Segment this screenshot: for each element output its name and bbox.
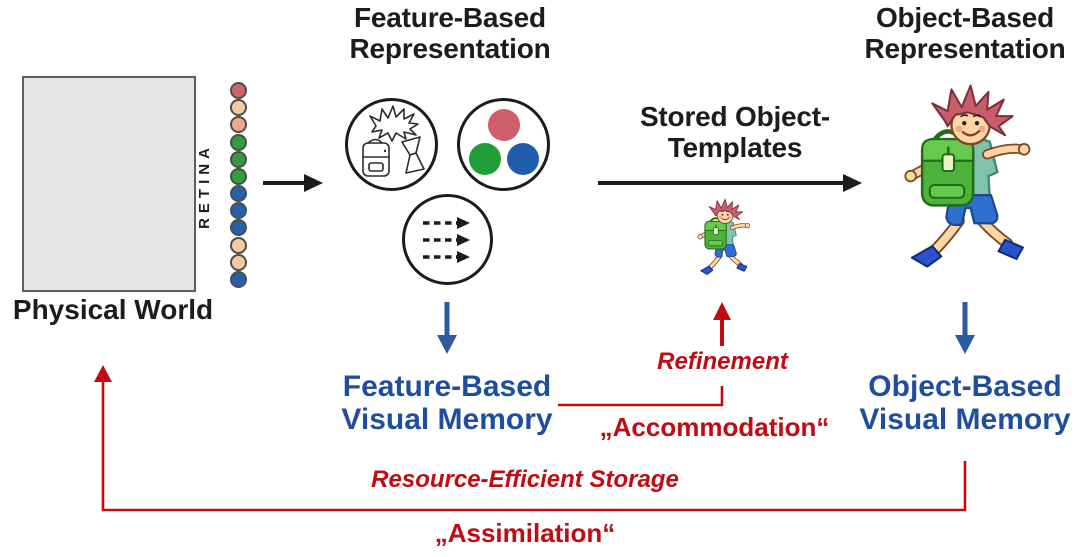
shape-sketch-icon: [362, 105, 425, 177]
assimilation-return-arrow: [94, 365, 967, 512]
motion-arrows-icon: [423, 217, 470, 263]
retina-dot: [230, 270, 247, 288]
assimilation-label: „Assimilation“: [434, 518, 616, 548]
pixelated-boy-image: [36, 87, 182, 281]
retina-dot: [230, 236, 247, 254]
retina-label: RETINA: [196, 143, 213, 229]
object-boy-image: [889, 83, 1042, 287]
feature-representation-title: Feature-Based Representation: [320, 2, 580, 64]
object-memory-arrow-icon: [955, 302, 975, 354]
retina-dot: [230, 133, 247, 151]
stored-templates-title-line2: Templates: [667, 132, 803, 163]
feature-representation-title-line1: Feature-Based: [354, 2, 546, 33]
retina-dot: [230, 82, 247, 99]
green-feature-dot: [469, 143, 501, 175]
accommodation-label: „Accommodation“: [599, 412, 830, 442]
feature-memory-line1: Feature-Based: [342, 370, 552, 403]
object-representation-title-line1: Object-Based: [875, 2, 1055, 33]
stored-templates-arrow-icon: [598, 174, 862, 192]
physical-world-frame: [22, 76, 196, 292]
stored-templates-title: Stored Object- Templates: [605, 101, 865, 163]
template-boy-image: [691, 198, 755, 283]
retina-dot: [230, 99, 247, 117]
retina-dot: [230, 219, 247, 237]
object-memory-line2: Visual Memory: [859, 403, 1071, 436]
blue-feature-dot: [507, 143, 539, 175]
stored-templates-title-line1: Stored Object-: [639, 101, 831, 132]
feature-memory-arrow-icon: [437, 302, 457, 354]
retina-dot: [230, 202, 247, 220]
red-feature-dot: [488, 109, 520, 141]
retina-dot: [230, 116, 247, 134]
object-representation-title: Object-Based Representation: [835, 2, 1084, 64]
retina-dot: [230, 185, 247, 203]
object-memory-label: Object-Based Visual Memory: [829, 370, 1084, 436]
feature-circle-shapes: [345, 98, 438, 191]
retina-dot: [230, 150, 247, 168]
feature-memory-line2: Visual Memory: [341, 403, 553, 436]
feature-circle-motion: [402, 194, 493, 285]
retina-dot: [230, 167, 247, 185]
retina-dot: [230, 253, 247, 271]
object-representation-title-line2: Representation: [864, 33, 1066, 64]
resource-efficient-storage-label: Resource-Efficient Storage: [371, 466, 679, 493]
feature-memory-label: Feature-Based Visual Memory: [311, 370, 583, 436]
refinement-label: Refinement: [657, 348, 788, 375]
feature-circle-colors: [457, 98, 550, 191]
input-arrow-icon: [263, 174, 323, 192]
retina-dots: [230, 82, 248, 288]
color-dots-icon: [460, 101, 547, 188]
feature-representation-title-line2: Representation: [349, 33, 551, 64]
physical-world-label: Physical World: [12, 294, 214, 325]
accommodation-elbow-line: [558, 386, 724, 407]
object-memory-line1: Object-Based: [868, 370, 1062, 403]
refinement-arrow-icon: [713, 302, 731, 346]
